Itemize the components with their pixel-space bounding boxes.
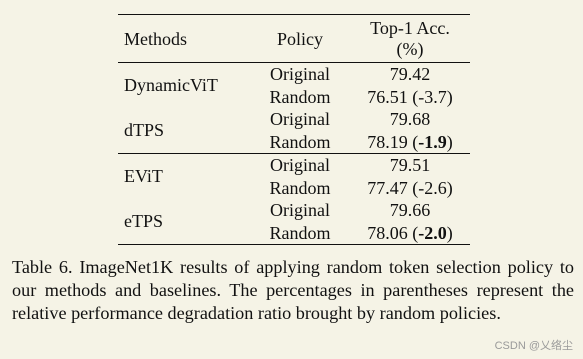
acc-cell: 79.66 xyxy=(350,199,470,222)
acc-value: 77.47 xyxy=(367,177,408,198)
method-cell: DynamicViT xyxy=(124,75,218,96)
acc-delta: -2.0 xyxy=(418,222,447,243)
acc-value: 78.06 xyxy=(367,222,408,243)
method-cell: EViT xyxy=(124,166,163,187)
table-row: DynamicViT Original 79.42 xyxy=(118,62,470,95)
method-cell: dTPS xyxy=(124,120,165,141)
acc-delta: -1.9 xyxy=(418,131,447,152)
header-policy: Policy xyxy=(276,28,323,49)
policy-cell: Random xyxy=(269,222,331,243)
acc-value: 78.19 xyxy=(367,131,408,152)
table-row: eTPS Original 79.66 xyxy=(118,199,470,231)
acc-value: 79.51 xyxy=(389,155,431,175)
acc-cell: 78.19 (-1.9) xyxy=(367,131,453,152)
policy-cell: Original xyxy=(270,155,330,175)
acc-cell: 77.47 (-2.6) xyxy=(367,177,453,198)
table-caption: Table 6. ImageNet1K results of applying … xyxy=(12,257,574,323)
table-row: Random 78.19 (-1.9) xyxy=(118,131,470,154)
results-table-container: Methods Policy Top-1 Acc. (%) DynamicViT… xyxy=(118,14,470,245)
policy-cell: Original xyxy=(270,64,330,84)
acc-cell: 76.51 (-3.7) xyxy=(367,86,453,107)
results-table: Methods Policy Top-1 Acc. (%) DynamicViT… xyxy=(118,14,470,245)
policy-cell: Random xyxy=(269,86,331,107)
acc-value: 79.66 xyxy=(389,200,431,220)
acc-value: 79.42 xyxy=(389,64,431,84)
acc-cell: 79.68 xyxy=(350,108,470,131)
table-row: dTPS Original 79.68 xyxy=(118,108,470,140)
acc-delta: -2.6 xyxy=(418,177,447,198)
policy-cell: Random xyxy=(269,131,331,152)
table-row: Random 78.06 (-2.0) xyxy=(118,222,470,245)
table-row: Random 76.51 (-3.7) xyxy=(118,86,470,109)
acc-value: 79.68 xyxy=(389,109,431,129)
method-cell: eTPS xyxy=(124,211,164,232)
table-row: Random 77.47 (-2.6) xyxy=(118,177,470,200)
policy-cell: Original xyxy=(270,200,330,220)
acc-cell: 79.51 xyxy=(350,154,470,177)
table-row: EViT Original 79.51 xyxy=(118,153,470,186)
policy-cell: Original xyxy=(270,109,330,129)
watermark: CSDN @乂络尘 xyxy=(494,340,573,352)
policy-cell: Random xyxy=(269,177,331,198)
acc-cell: 78.06 (-2.0) xyxy=(367,222,453,243)
acc-value: 76.51 xyxy=(367,86,408,107)
acc-delta: -3.7 xyxy=(418,86,447,107)
header-top1-acc: Top-1 Acc. (%) xyxy=(370,18,450,59)
acc-cell: 79.42 xyxy=(350,63,470,86)
table-header-row: Methods Policy Top-1 Acc. (%) xyxy=(118,14,470,63)
header-methods: Methods xyxy=(124,28,187,49)
